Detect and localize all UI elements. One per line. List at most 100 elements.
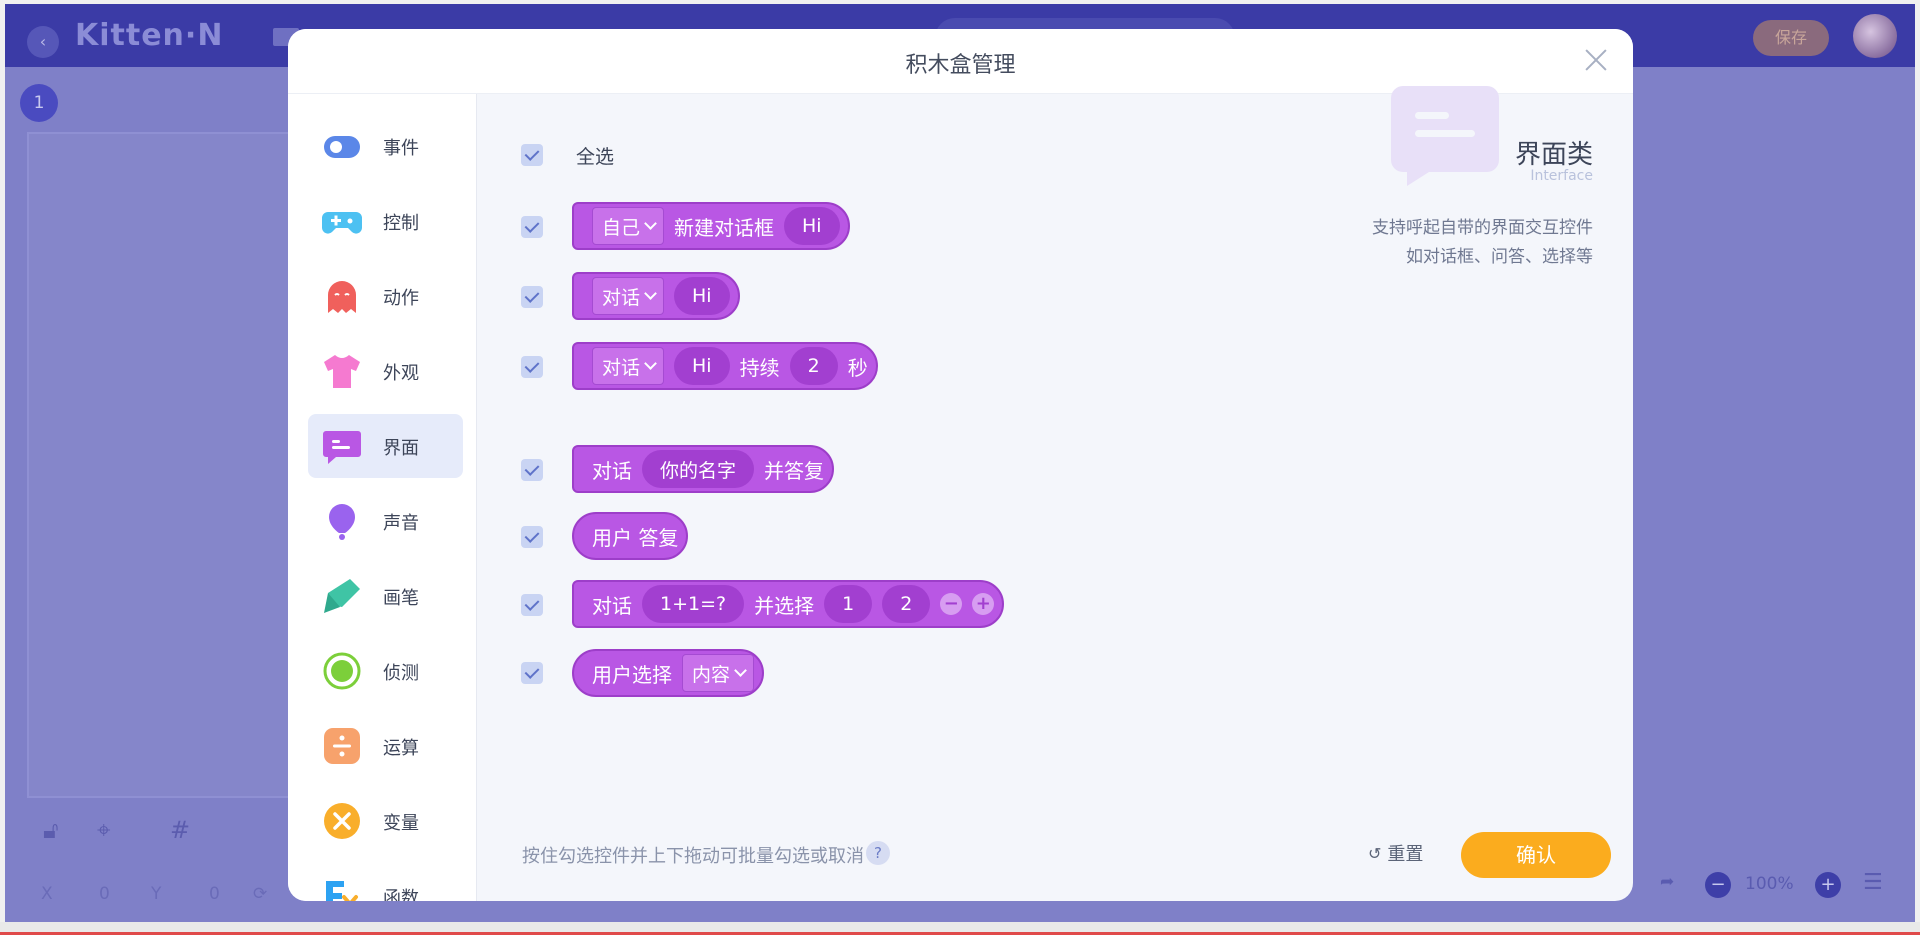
block-checkbox[interactable] <box>521 459 543 481</box>
block-dropdown[interactable]: 内容 <box>682 654 755 692</box>
reset-button[interactable]: ↺ 重置 <box>1368 837 1423 869</box>
block-input-slot[interactable]: Hi <box>674 277 730 315</box>
block-dropdown[interactable]: 自己 <box>592 207 665 245</box>
sidebar-item-sensing[interactable]: 侦测 <box>308 639 463 703</box>
block-checkbox[interactable] <box>521 662 543 684</box>
refresh-icon[interactable]: ⟳ <box>253 884 268 904</box>
reset-icon: ↺ <box>1368 843 1382 863</box>
block-list-panel: 界面类 Interface 支持呼起自带的界面交互控件 如对话框、问答、选择等 … <box>477 86 1633 901</box>
target-icon[interactable]: ⌖ <box>97 816 111 844</box>
block-input-slot[interactable]: 你的名字 <box>642 450 755 488</box>
chat-bubble-icon <box>1391 86 1499 186</box>
block-dropdown[interactable]: 对话 <box>592 347 665 385</box>
ghost-icon <box>328 281 356 313</box>
dialog-title: 积木盒管理 <box>905 53 1016 78</box>
y-value: 0 <box>209 884 220 904</box>
sidebar-item-pen[interactable]: 画笔 <box>308 564 463 628</box>
block-input-slot[interactable]: Hi <box>784 207 840 245</box>
reset-label: 重置 <box>1387 844 1424 865</box>
block-text: 秒 <box>847 355 868 380</box>
grid-icon[interactable]: # <box>170 816 191 844</box>
sidebar-item-operators[interactable]: 运算 <box>308 714 463 778</box>
sidebar-item-sound[interactable]: 声音 <box>308 489 463 553</box>
zoom-out-button[interactable]: − <box>1705 872 1731 898</box>
sidebar-item-label: 变量 <box>383 813 419 834</box>
block-checkbox[interactable] <box>521 216 543 238</box>
block-text: 用户 答复 <box>592 525 679 550</box>
chevron-down-icon <box>644 217 657 230</box>
select-all-checkbox[interactable] <box>521 144 543 166</box>
back-button[interactable]: ‹ <box>27 26 59 58</box>
sidebar-item-interface[interactable]: 界面 <box>308 414 463 478</box>
balloon-icon <box>329 504 355 540</box>
sidebar-item-control[interactable]: 控制 <box>308 189 463 253</box>
drag-hint-text: 按住勾选控件并上下拖动可批量勾选或取消 <box>522 846 864 867</box>
close-icon[interactable] <box>1581 45 1611 75</box>
sidebar-item-label: 函数 <box>383 888 419 901</box>
sidebar-item-label: 画笔 <box>383 588 419 609</box>
x-label: X <box>41 884 53 904</box>
block-text: 持续 <box>739 355 780 380</box>
help-icon[interactable]: ? <box>866 841 890 865</box>
sidebar-item-motion[interactable]: 动作 <box>308 264 463 328</box>
variable-icon <box>324 803 360 839</box>
block-user-choice[interactable]: 用户选择 内容 <box>572 649 765 697</box>
block-input-slot[interactable]: 2 <box>789 347 838 385</box>
confirm-button[interactable]: 确认 <box>1461 832 1611 878</box>
block-text: 并答复 <box>764 458 825 483</box>
function-icon <box>326 881 358 901</box>
lock-icon[interactable]: 🔓︎ <box>43 816 59 844</box>
block-user-answer[interactable]: 用户 答复 <box>572 512 689 560</box>
remove-option-button[interactable]: − <box>940 593 963 615</box>
description-line: 如对话框、问答、选择等 <box>1406 247 1593 267</box>
scene-number-badge[interactable]: 1 <box>20 84 58 122</box>
chevron-down-icon <box>644 357 657 370</box>
divide-icon <box>324 728 360 764</box>
block-say[interactable]: 对话 Hi <box>572 272 740 320</box>
zoom-in-button[interactable]: + <box>1815 872 1841 898</box>
x-value: 0 <box>99 884 110 904</box>
dialog-header: 积木盒管理 <box>288 29 1633 94</box>
redo-icon[interactable]: ➦ <box>1660 872 1675 892</box>
block-input-slot[interactable]: 1+1=? <box>642 585 745 623</box>
choice-option[interactable]: 1 <box>824 585 873 623</box>
block-new-dialog[interactable]: 自己 新建对话框 Hi <box>572 202 850 250</box>
sidebar-item-functions[interactable]: 函数 <box>308 864 463 901</box>
gamepad-icon <box>322 212 362 234</box>
block-text: 对话 <box>592 593 632 618</box>
block-dropdown[interactable]: 对话 <box>592 277 665 315</box>
category-description: 支持呼起自带的界面交互控件 如对话框、问答、选择等 <box>1372 214 1593 272</box>
app-logo: Kitten·N <box>75 18 224 53</box>
sidebar-item-label: 声音 <box>383 513 419 534</box>
sidebar-item-label: 运算 <box>383 738 419 759</box>
chat-bubble-icon <box>323 431 361 464</box>
y-label: Y <box>151 884 162 904</box>
sidebar-item-looks[interactable]: 外观 <box>308 339 463 403</box>
block-checkbox[interactable] <box>521 526 543 548</box>
sidebar-item-variables[interactable]: 变量 <box>308 789 463 853</box>
block-ask-and-answer[interactable]: 对话 你的名字 并答复 <box>572 445 835 493</box>
pen-icon <box>324 579 360 613</box>
category-title: 界面类 <box>1514 140 1593 170</box>
block-input-slot[interactable]: Hi <box>674 347 730 385</box>
choice-option[interactable]: 2 <box>882 585 931 623</box>
avatar[interactable] <box>1853 14 1897 58</box>
block-checkbox[interactable] <box>521 594 543 616</box>
sidebar-item-label: 动作 <box>383 288 419 309</box>
sidebar-item-label: 事件 <box>383 138 419 159</box>
block-text: 对话 <box>592 458 632 483</box>
description-line: 支持呼起自带的界面交互控件 <box>1372 218 1593 238</box>
sidebar-item-label: 侦测 <box>383 663 419 684</box>
block-checkbox[interactable] <box>521 286 543 308</box>
block-ask-and-choose[interactable]: 对话 1+1=? 并选择 1 2 − + <box>572 580 1005 628</box>
chevron-down-icon <box>734 664 747 677</box>
block-text: 新建对话框 <box>674 215 775 240</box>
align-icon[interactable]: ☰ <box>1863 870 1883 895</box>
block-checkbox[interactable] <box>521 356 543 378</box>
sidebar-item-label: 控制 <box>383 213 419 234</box>
save-button[interactable]: 保存 <box>1753 20 1829 56</box>
sidebar-item-event[interactable]: 事件 <box>308 114 463 178</box>
window-bottom-strip <box>0 922 1920 935</box>
add-option-button[interactable]: + <box>972 593 995 615</box>
block-say-for-seconds[interactable]: 对话 Hi 持续 2 秒 <box>572 342 878 390</box>
